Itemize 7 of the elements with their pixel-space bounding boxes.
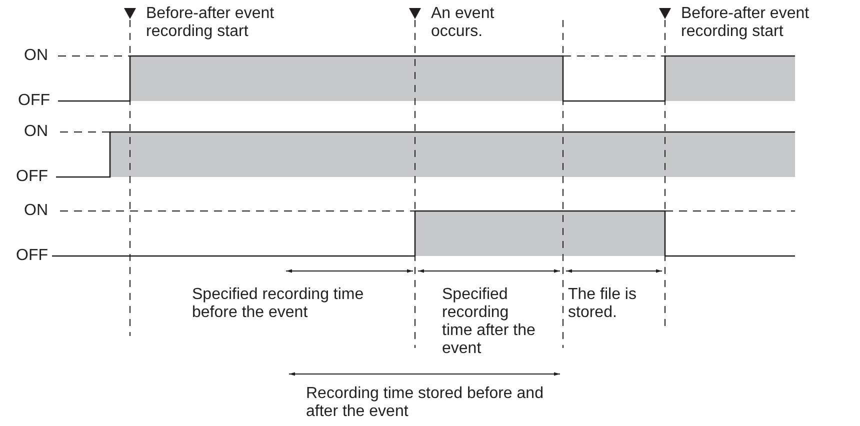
interval-label: Specified recording time after the event xyxy=(442,286,536,358)
interval-label: Specified recording time before the event xyxy=(192,286,365,322)
event-caption: Before-after event recording start xyxy=(146,5,276,41)
event-caption: An event occurs. xyxy=(431,5,496,41)
interval-label: The file is stored. xyxy=(568,286,638,322)
interval-label: Recording time stored before and after the event xyxy=(306,385,544,421)
event-caption: Before-after event recording start xyxy=(681,5,810,41)
